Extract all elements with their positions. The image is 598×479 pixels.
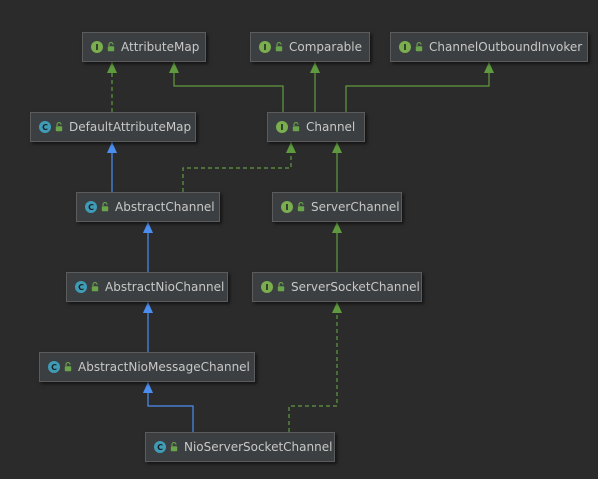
arrowhead-icon [169, 62, 179, 73]
node-label: AbstractNioMessageChannel [78, 360, 250, 374]
unlock-icon [275, 42, 283, 52]
node-abstract-nio-channel[interactable]: C AbstractNioChannel [66, 272, 228, 302]
edge-serverSocketChannel-to-serverChannel [332, 222, 342, 272]
node-nio-server-socket-channel[interactable]: C NioServerSocketChannel [145, 432, 335, 462]
edge-line [147, 382, 194, 432]
arrowhead-icon [332, 142, 342, 153]
edge-nioServerSocketChannel-to-serverSocketChannel [288, 302, 342, 432]
unlock-icon [415, 42, 423, 52]
edge-channel-to-comparable [310, 62, 320, 112]
edge-nioServerSocketChannel-to-abstractNioMessageChannel [143, 382, 194, 432]
interface-icon: I [91, 41, 103, 53]
arrowhead-icon [332, 302, 342, 313]
node-label: AbstractChannel [115, 200, 215, 214]
edge-line [288, 302, 338, 432]
edge-abstractChannel-to-channel [182, 142, 296, 192]
node-channel-outbound-invoker[interactable]: I ChannelOutboundInvoker [390, 32, 588, 62]
arrowhead-icon [107, 62, 117, 73]
edge-channel-to-attributeMap [169, 62, 284, 112]
edge-serverChannel-to-channel [332, 142, 342, 192]
edge-line [182, 142, 292, 192]
arrowhead-icon [143, 222, 153, 233]
unlock-icon [55, 122, 63, 132]
interface-icon: I [276, 121, 288, 133]
node-label: AbstractNioChannel [105, 280, 225, 294]
class-icon: C [75, 281, 87, 293]
node-label: ChannelOutboundInvoker [429, 40, 583, 54]
class-icon: C [39, 121, 51, 133]
node-abstract-channel[interactable]: C AbstractChannel [76, 192, 220, 222]
unlock-icon [292, 122, 300, 132]
arrowhead-icon [332, 222, 342, 233]
edge-line [173, 62, 284, 112]
node-default-attribute-map[interactable]: C DefaultAttributeMap [30, 112, 196, 142]
node-label: ServerSocketChannel [291, 280, 420, 294]
node-label: AttributeMap [121, 40, 200, 54]
interface-icon: I [259, 41, 271, 53]
node-label: ServerChannel [311, 200, 400, 214]
unlock-icon [170, 442, 178, 452]
node-label: DefaultAttributeMap [69, 120, 192, 134]
class-icon: C [154, 441, 166, 453]
unlock-icon [101, 202, 109, 212]
node-label: NioServerSocketChannel [184, 440, 333, 454]
edge-abstractChannel-to-defaultAttributeMap [107, 142, 117, 192]
arrowhead-icon [107, 142, 117, 153]
unlock-icon [64, 362, 72, 372]
arrowhead-icon [143, 302, 153, 313]
edge-channel-to-channelOutboundInvoker [345, 62, 494, 112]
arrowhead-icon [310, 62, 320, 73]
interface-icon: I [261, 281, 273, 293]
node-server-channel[interactable]: I ServerChannel [272, 192, 402, 222]
unlock-icon [277, 282, 285, 292]
node-comparable[interactable]: I Comparable [250, 32, 370, 62]
interface-icon: I [281, 201, 293, 213]
class-icon: C [85, 201, 97, 213]
class-icon: C [48, 361, 60, 373]
node-abstract-nio-message-channel[interactable]: C AbstractNioMessageChannel [39, 352, 255, 382]
arrowhead-icon [286, 142, 296, 153]
edge-abstractNioChannel-to-abstractChannel [143, 222, 153, 272]
unlock-icon [91, 282, 99, 292]
node-label: Channel [306, 120, 356, 134]
node-server-socket-channel[interactable]: I ServerSocketChannel [252, 272, 422, 302]
arrowhead-icon [484, 62, 494, 73]
unlock-icon [107, 42, 115, 52]
edge-line [345, 62, 490, 112]
node-label: Comparable [289, 40, 363, 54]
edge-abstractNioMessageChannel-to-abstractNioChannel [143, 302, 153, 352]
node-attribute-map[interactable]: I AttributeMap [82, 32, 206, 62]
unlock-icon [297, 202, 305, 212]
arrowhead-icon [143, 382, 153, 393]
node-channel[interactable]: I Channel [267, 112, 365, 142]
interface-icon: I [399, 41, 411, 53]
edge-defaultAttributeMap-to-attributeMap [107, 62, 117, 112]
